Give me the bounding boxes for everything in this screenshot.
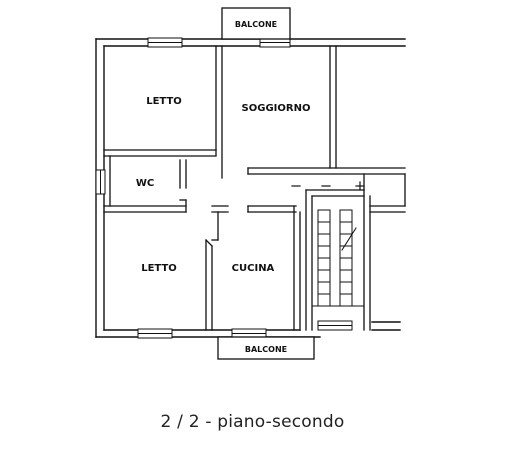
balcony-bottom-label: BALCONE — [245, 345, 287, 354]
balcony-top-label: BALCONE — [235, 20, 277, 29]
floor-plan-drawing: BALCONE BALCONE LETTO SOGGIORNO WC LETTO… — [95, 7, 406, 360]
balcony-bottom: BALCONE — [217, 336, 315, 360]
image-caption: 2 / 2 - piano-secondo — [160, 412, 345, 432]
room-label-cucina: CUCINA — [232, 263, 275, 274]
windows — [95, 37, 353, 339]
room-label-letto-bottom: LETTO — [141, 263, 177, 274]
room-label-letto-top: LETTO — [146, 96, 182, 107]
room-label-wc: WC — [136, 178, 154, 189]
room-label-soggiorno: SOGGIORNO — [242, 103, 311, 114]
staircase — [311, 209, 365, 307]
interior-walls — [103, 45, 406, 331]
door-marks — [291, 181, 365, 191]
balcony-top: BALCONE — [221, 7, 291, 40]
